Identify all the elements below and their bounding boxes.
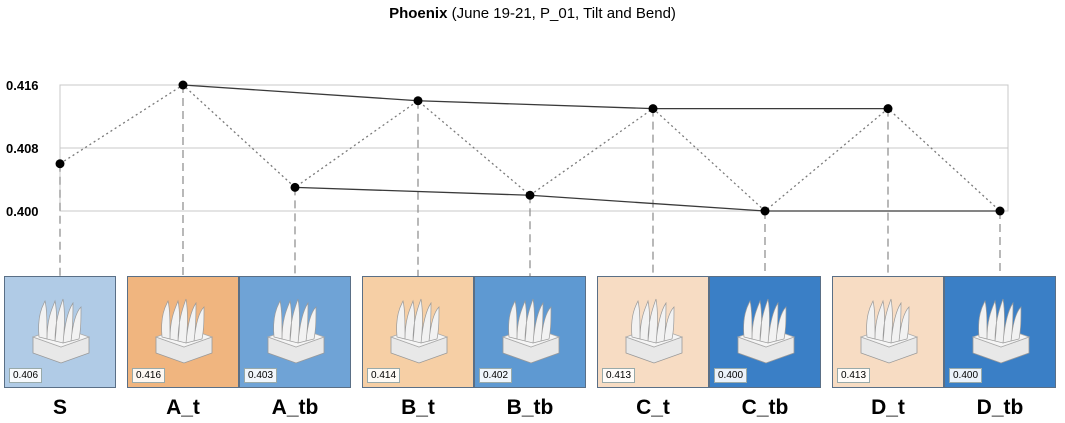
y-tick-label: 0.416: [6, 78, 39, 93]
thumbnail-value-label: 0.402: [479, 368, 513, 383]
thumbnail-A_tb: 0.403: [239, 276, 351, 388]
x-category-label: S: [52, 396, 67, 419]
thumbnail-C_t: 0.413: [597, 276, 709, 388]
x-category-label: B_t: [401, 396, 435, 419]
x-category-label: B_tb: [506, 396, 554, 419]
model-render-image: [971, 298, 1031, 364]
thumbnail-B_tb: 0.402: [474, 276, 586, 388]
model-render-image: [624, 298, 684, 364]
thumbnail-value-label: 0.400: [714, 368, 748, 383]
data-point-C_t: [648, 104, 658, 114]
thumbnail-B_t: 0.414: [362, 276, 474, 388]
x-category-label: D_t: [871, 396, 905, 419]
chart-title-main: Phoenix: [389, 5, 448, 22]
thumbnail-value-label: 0.413: [602, 368, 636, 383]
thumbnail-value-label: 0.406: [9, 368, 43, 383]
series-line-solid-tilt: [182, 84, 888, 110]
x-category-label: C_tb: [741, 396, 789, 419]
series-line-solid-tilt-bend: [294, 186, 1000, 212]
model-render-image: [266, 298, 326, 364]
thumbnail-value-label: 0.416: [132, 368, 166, 383]
x-category-label: D_tb: [976, 396, 1024, 419]
model-render-image: [859, 298, 919, 364]
data-point-A_t: [178, 80, 188, 90]
model-render-image: [154, 298, 214, 364]
thumbnail-value-label: 0.400: [949, 368, 983, 383]
dotted-sequence-line: [59, 84, 1001, 212]
model-render-image: [31, 298, 91, 364]
chart-subtitle: (June 19-21, P_01, Tilt and Bend): [451, 5, 676, 22]
thumbnail-value-label: 0.414: [367, 368, 401, 383]
data-point-S: [55, 159, 65, 169]
y-tick-label: 0.408: [6, 141, 39, 156]
model-render-image: [389, 298, 449, 364]
model-render-image: [501, 298, 561, 364]
x-category-label: C_t: [636, 396, 670, 419]
x-category-label: A_tb: [271, 396, 319, 419]
chart-plot: 0.416 0.408 0.400: [6, 78, 1009, 276]
x-category-label: A_t: [166, 396, 200, 419]
thumbnail-value-label: 0.403: [244, 368, 278, 383]
thumbnail-S: 0.406: [4, 276, 116, 388]
data-point-B_tb: [525, 190, 535, 200]
model-render-image: [736, 298, 796, 364]
data-point-D_tb: [995, 206, 1005, 216]
thumbnail-value-label: 0.413: [837, 368, 871, 383]
thumbnail-A_t: 0.416: [127, 276, 239, 388]
data-point-D_t: [883, 104, 893, 114]
chart-title: Phoenix (June 19-21, P_01, Tilt and Bend…: [0, 5, 1065, 22]
data-point-B_t: [413, 96, 423, 106]
data-point-C_tb: [760, 206, 770, 216]
thumbnail-C_tb: 0.400: [709, 276, 821, 388]
thumbnail-D_t: 0.413: [832, 276, 944, 388]
data-point-A_tb: [290, 182, 300, 192]
thumbnail-D_tb: 0.400: [944, 276, 1056, 388]
y-tick-label: 0.400: [6, 204, 39, 219]
